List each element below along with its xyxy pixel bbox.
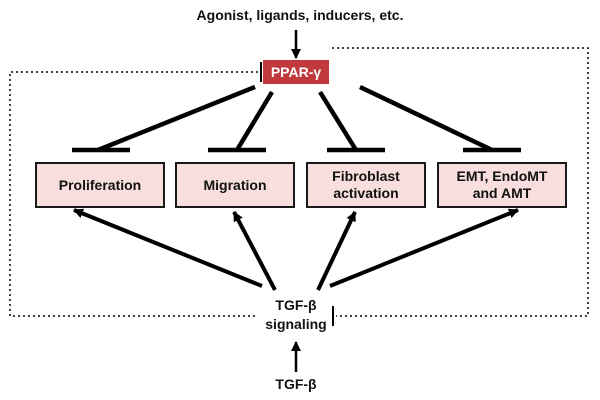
tgfb-label: TGF-β <box>275 376 317 392</box>
tgfb-signaling-label: TGF-β signaling <box>265 297 327 332</box>
feedback-loop <box>9 47 589 317</box>
feedback-loop-left <box>9 71 258 317</box>
arrow-to-emt <box>329 208 519 288</box>
fibroblast-activation-box: Fibroblast activation <box>306 162 426 208</box>
activation-arrows <box>73 208 519 291</box>
inhibit-line-emt <box>359 84 493 153</box>
ppar-gamma-node: PPAR-γ <box>263 60 329 84</box>
arrow-to-fibroblast <box>316 211 357 291</box>
agonist-label: Agonist, ligands, inducers, etc. <box>196 7 404 23</box>
emt-endomt-amt-box: EMT, EndoMT and AMT <box>437 162 567 208</box>
inhibit-line-proliferation <box>97 84 256 153</box>
arrow-to-proliferation <box>73 208 263 288</box>
inhibition-lines <box>72 84 521 153</box>
inhibit-line-migration <box>235 90 274 152</box>
feedback-loop-right <box>332 47 589 317</box>
migration-box: Migration <box>175 162 295 208</box>
inhibit-line-fibroblast <box>318 90 358 152</box>
arrow-to-migration <box>232 211 277 291</box>
proliferation-box: Proliferation <box>35 162 165 208</box>
